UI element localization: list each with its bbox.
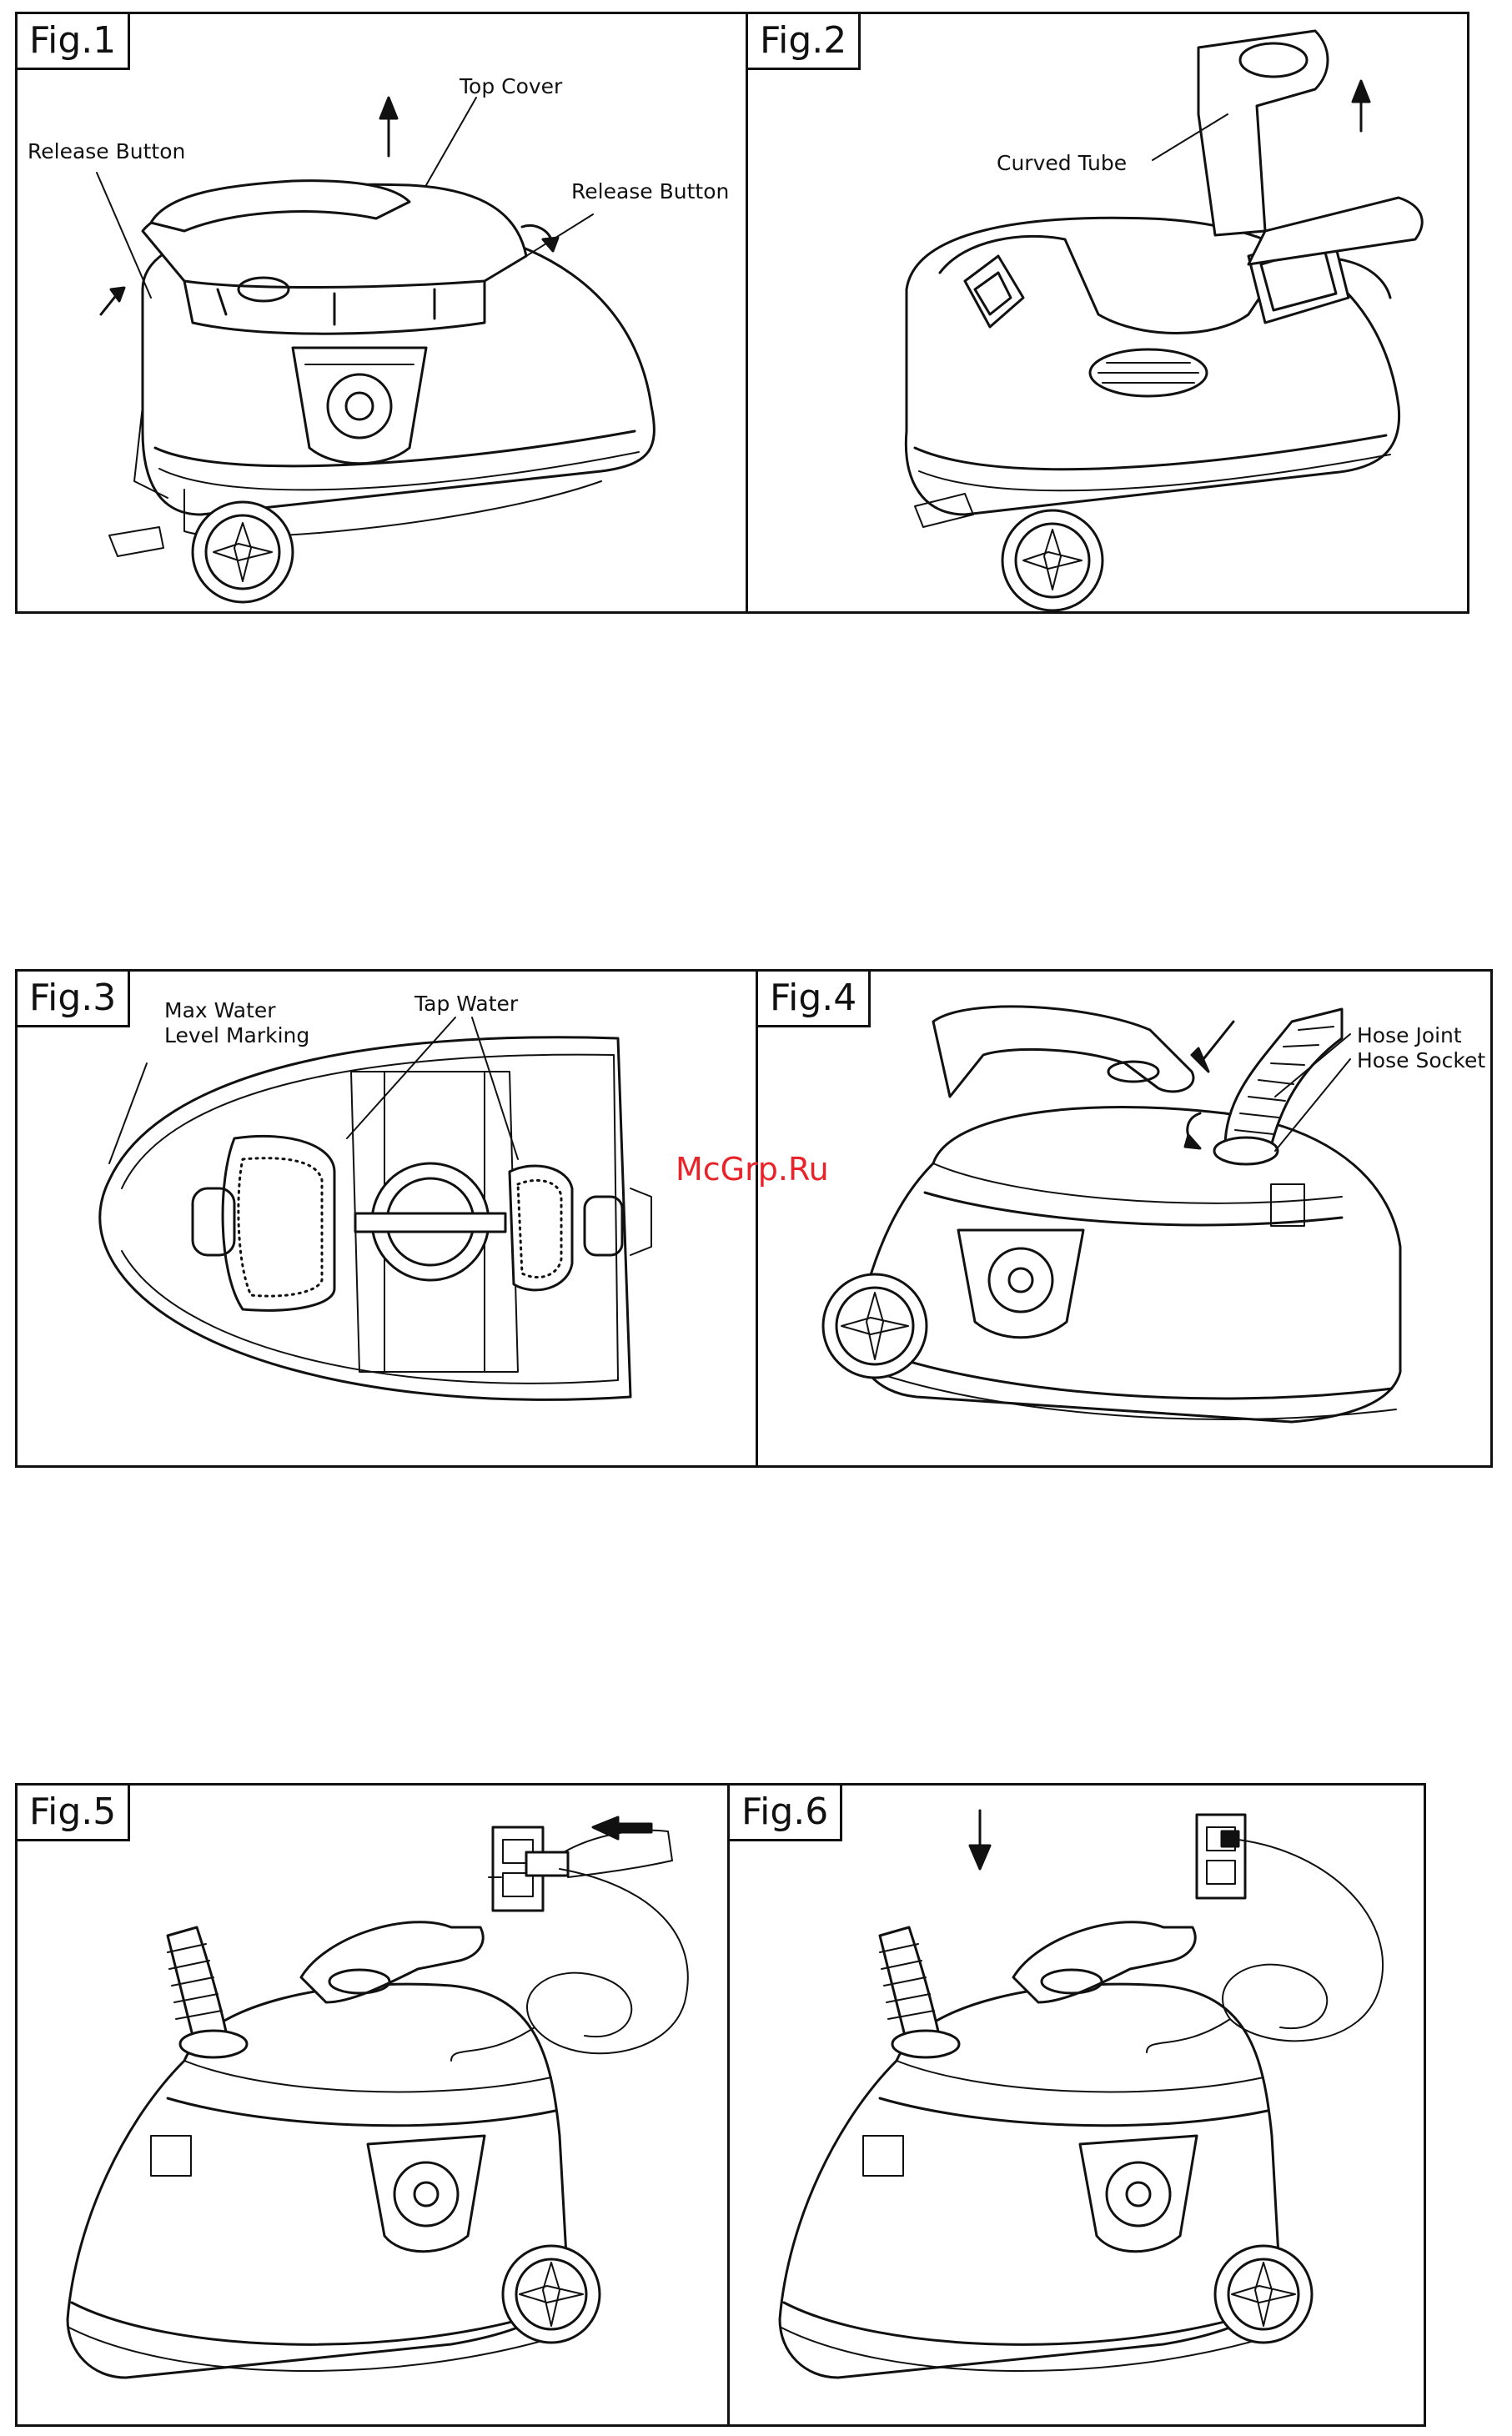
fig1-steamer-illustration: [18, 14, 746, 616]
fig3-steamer-top-view: [18, 972, 756, 1470]
fig5-steamer-plug-in-illustration: [18, 1786, 727, 2429]
fig1-label-release-right: Release Button: [571, 179, 729, 204]
fig1-label-top-cover: Top Cover: [460, 74, 562, 99]
fig1-label-release-left: Release Button: [28, 139, 185, 164]
fig3-label-tap-water: Tap Water: [414, 992, 518, 1017]
fig2-label-curved-tube: Curved Tube: [997, 151, 1127, 176]
fig3-label-max-water-line1: Max Water: [164, 998, 276, 1023]
figure-panel-row-2: Fig.3 Max Water Level Marking Tap Water …: [15, 969, 1493, 1468]
fig4-label-hose-socket: Hose Socket: [1357, 1048, 1485, 1073]
fig2-steamer-illustration: [748, 14, 1472, 616]
fig6-steamer-plugged-illustration: [730, 1786, 1429, 2429]
fig3-label-max-water-line2: Level Marking: [164, 1023, 309, 1048]
fig4-label-hose-joint: Hose Joint: [1357, 1023, 1462, 1048]
figure-panel-row-3: Fig.5 Fig.6: [15, 1783, 1426, 2427]
figure-panel-row-1: Fig.1 Top Cover Release: [15, 12, 1469, 614]
watermark-text: McGrp.Ru: [676, 1151, 829, 1188]
